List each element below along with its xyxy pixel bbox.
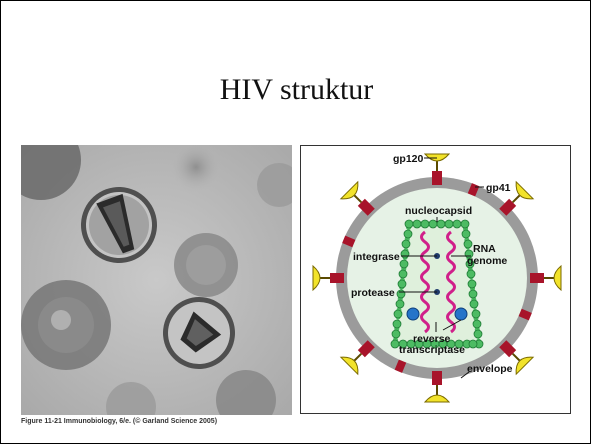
label-integrase: integrase [353,251,400,263]
label-rna-line1: RNA [473,243,496,255]
reverse-transcriptase-right [455,308,467,320]
hiv-structure-diagram: gp120 gp41 nucleocapsid integrase RNA ge… [300,145,571,414]
label-rna-line2: genome [467,255,507,267]
label-transcriptase: transcriptase [399,344,465,356]
electron-micrograph [21,145,292,415]
label-nucleocapsid: nucleocapsid [405,205,472,217]
label-gp41: gp41 [486,182,511,194]
label-envelope: envelope [467,363,513,375]
label-gp120: gp120 [393,153,424,165]
label-protease: protease [351,287,395,299]
reverse-transcriptase-left [407,308,419,320]
slide-title: HIV struktur [1,73,591,107]
figure-caption: Figure 11-21 Immunobiology, 6/e. (© Garl… [21,418,217,425]
